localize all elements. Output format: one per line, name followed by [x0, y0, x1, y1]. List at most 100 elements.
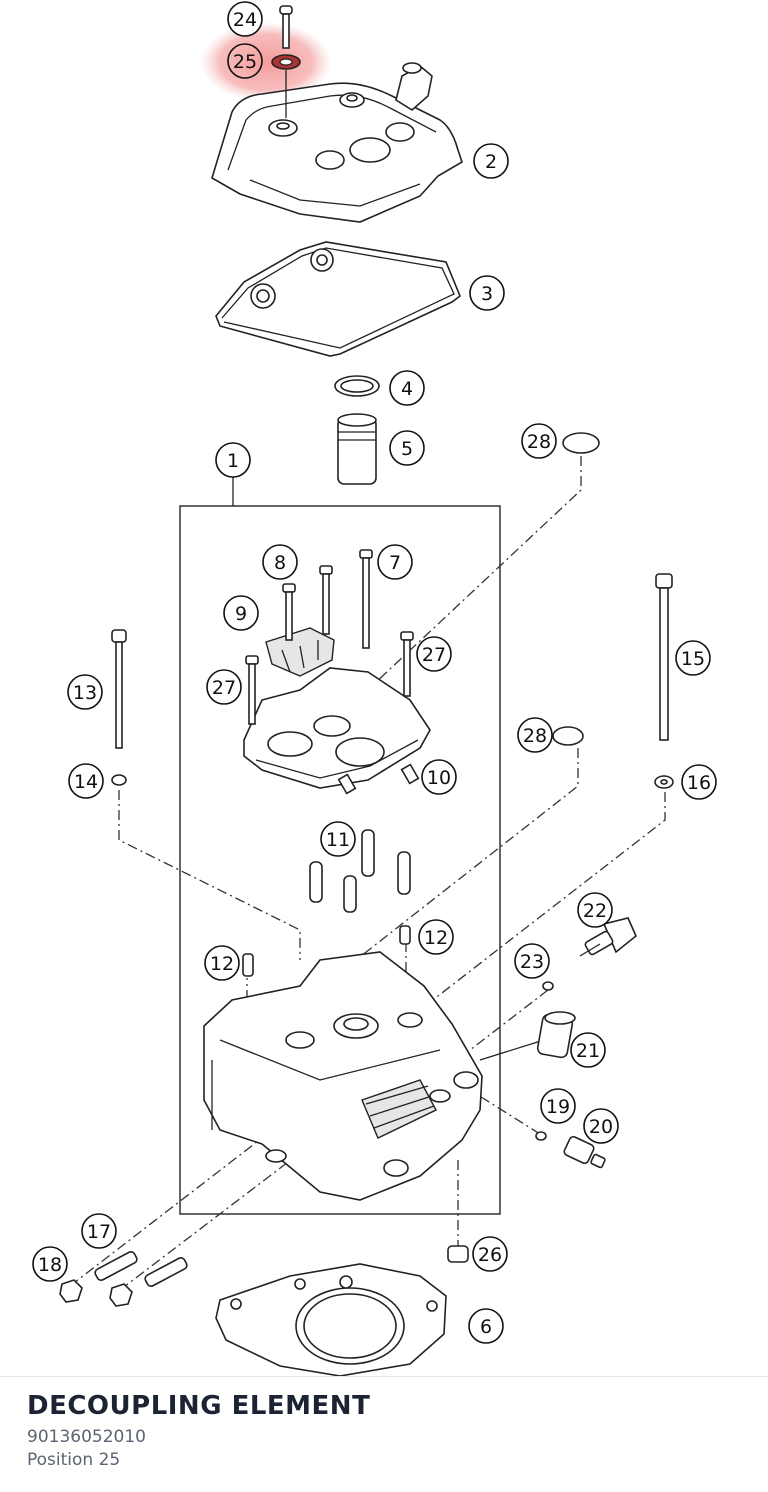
part-camshaft-carrier[interactable]	[243, 667, 431, 789]
callout-label: 8	[274, 552, 286, 574]
part-o-ring-28-upper[interactable]	[562, 432, 600, 454]
callout-label: 25	[233, 51, 257, 73]
callout-21[interactable]: 21	[570, 1032, 606, 1068]
part-o-ring-28-lower[interactable]	[552, 726, 584, 746]
part-valve-cover[interactable]	[211, 62, 463, 223]
part-info-panel: DECOUPLING ELEMENT 90136052010 Position …	[0, 1376, 768, 1492]
callout-4[interactable]: 4	[389, 370, 425, 406]
callout-7[interactable]: 7	[377, 544, 413, 580]
callout-15[interactable]: 15	[675, 640, 711, 676]
callout-12[interactable]: 12	[418, 919, 454, 955]
callout-18[interactable]: 18	[32, 1246, 68, 1282]
callout-label: 23	[520, 951, 544, 973]
callout-label: 21	[576, 1040, 600, 1062]
part-pins-17[interactable]	[94, 1250, 188, 1288]
callout-label: 13	[73, 682, 97, 704]
part-dowel-12-left[interactable]	[242, 953, 254, 977]
callout-24[interactable]: 24	[227, 1, 263, 37]
callout-label: 12	[424, 927, 448, 949]
callout-5[interactable]: 5	[389, 430, 425, 466]
part-washer-14[interactable]	[111, 774, 127, 786]
callout-label: 16	[687, 772, 711, 794]
callout-23[interactable]: 23	[514, 943, 550, 979]
part-decoupling-element-25[interactable]	[271, 54, 301, 70]
callout-label: 9	[235, 603, 247, 625]
callout-14[interactable]: 14	[68, 763, 104, 799]
callout-20[interactable]: 20	[583, 1108, 619, 1144]
callout-11[interactable]: 11	[320, 821, 356, 857]
part-dowel-12-right[interactable]	[399, 925, 411, 945]
callout-label: 24	[233, 9, 257, 31]
callout-3[interactable]: 3	[469, 275, 505, 311]
callout-2[interactable]: 2	[473, 143, 509, 179]
callout-27[interactable]: 27	[416, 636, 452, 672]
callout-16[interactable]: 16	[681, 764, 717, 800]
callout-label: 19	[546, 1096, 570, 1118]
part-valve-cover-gasket[interactable]	[215, 241, 461, 357]
part-bolt-13[interactable]	[111, 629, 127, 749]
part-chain-guide-9[interactable]	[265, 627, 335, 677]
part-cylinder-head[interactable]	[203, 951, 483, 1201]
callout-label: 6	[480, 1316, 492, 1338]
part-screw-10[interactable]	[337, 763, 420, 795]
callout-label: 12	[210, 953, 234, 975]
part-title: DECOUPLING ELEMENT	[27, 1391, 371, 1421]
part-seal-19[interactable]	[535, 1131, 547, 1141]
part-seal-23[interactable]	[542, 981, 554, 991]
part-bolt-27-right[interactable]	[400, 631, 414, 697]
callout-label: 15	[681, 648, 705, 670]
callout-label: 11	[326, 829, 350, 851]
part-position: Position 25	[27, 1450, 121, 1470]
callout-label: 20	[589, 1116, 613, 1138]
callout-6[interactable]: 6	[468, 1308, 504, 1344]
callout-10[interactable]: 10	[421, 759, 457, 795]
part-bolt-8a[interactable]	[282, 583, 296, 641]
part-bolt-8b[interactable]	[319, 565, 333, 635]
callout-label: 22	[583, 900, 607, 922]
callout-label: 18	[38, 1254, 62, 1276]
callout-8[interactable]: 8	[262, 544, 298, 580]
callout-1[interactable]: 1	[215, 442, 251, 478]
callout-13[interactable]: 13	[67, 674, 103, 710]
part-valve-guides-11[interactable]	[309, 829, 411, 913]
callout-28[interactable]: 28	[517, 717, 553, 753]
part-head-gasket-6[interactable]	[215, 1263, 447, 1376]
exploded-parts-diagram: 2425234528187927271513281410161122121223…	[32, 1, 717, 1376]
part-sleeve-21[interactable]	[536, 1011, 576, 1059]
callout-label: 28	[527, 431, 551, 453]
selected-part-highlight	[200, 22, 332, 102]
part-o-ring-4[interactable]	[334, 375, 380, 397]
callout-label: 2	[485, 151, 497, 173]
callout-label: 14	[74, 771, 98, 793]
callout-12[interactable]: 12	[204, 945, 240, 981]
part-sensor-20[interactable]	[563, 1135, 606, 1169]
callout-label: 28	[523, 725, 547, 747]
part-washer-16[interactable]	[654, 775, 674, 789]
callout-22[interactable]: 22	[577, 892, 613, 928]
part-bolt-7[interactable]	[359, 549, 373, 649]
callout-label: 7	[389, 552, 401, 574]
callout-label: 3	[481, 283, 493, 305]
cylinder-head-assembly-frame	[179, 505, 501, 1215]
callout-9[interactable]: 9	[223, 595, 259, 631]
part-screws-18[interactable]	[59, 1279, 133, 1307]
part-plug-26[interactable]	[447, 1245, 469, 1263]
callout-17[interactable]: 17	[81, 1213, 117, 1249]
callout-19[interactable]: 19	[540, 1088, 576, 1124]
part-bolt-15[interactable]	[655, 573, 673, 741]
part-screw-24[interactable]	[279, 5, 293, 49]
part-sensor-22[interactable]	[579, 917, 637, 957]
callout-label: 26	[478, 1244, 502, 1266]
callout-label: 10	[427, 767, 451, 789]
part-bolt-27-left[interactable]	[245, 655, 259, 725]
callout-label: 17	[87, 1221, 111, 1243]
callout-27[interactable]: 27	[206, 669, 242, 705]
callout-25[interactable]: 25	[227, 43, 263, 79]
part-plug-5[interactable]	[337, 413, 377, 485]
callout-label: 1	[227, 450, 239, 472]
callout-28[interactable]: 28	[521, 423, 557, 459]
callout-26[interactable]: 26	[472, 1236, 508, 1272]
callout-label: 27	[212, 677, 236, 699]
callout-label: 27	[422, 644, 446, 666]
callout-label: 4	[401, 378, 413, 400]
